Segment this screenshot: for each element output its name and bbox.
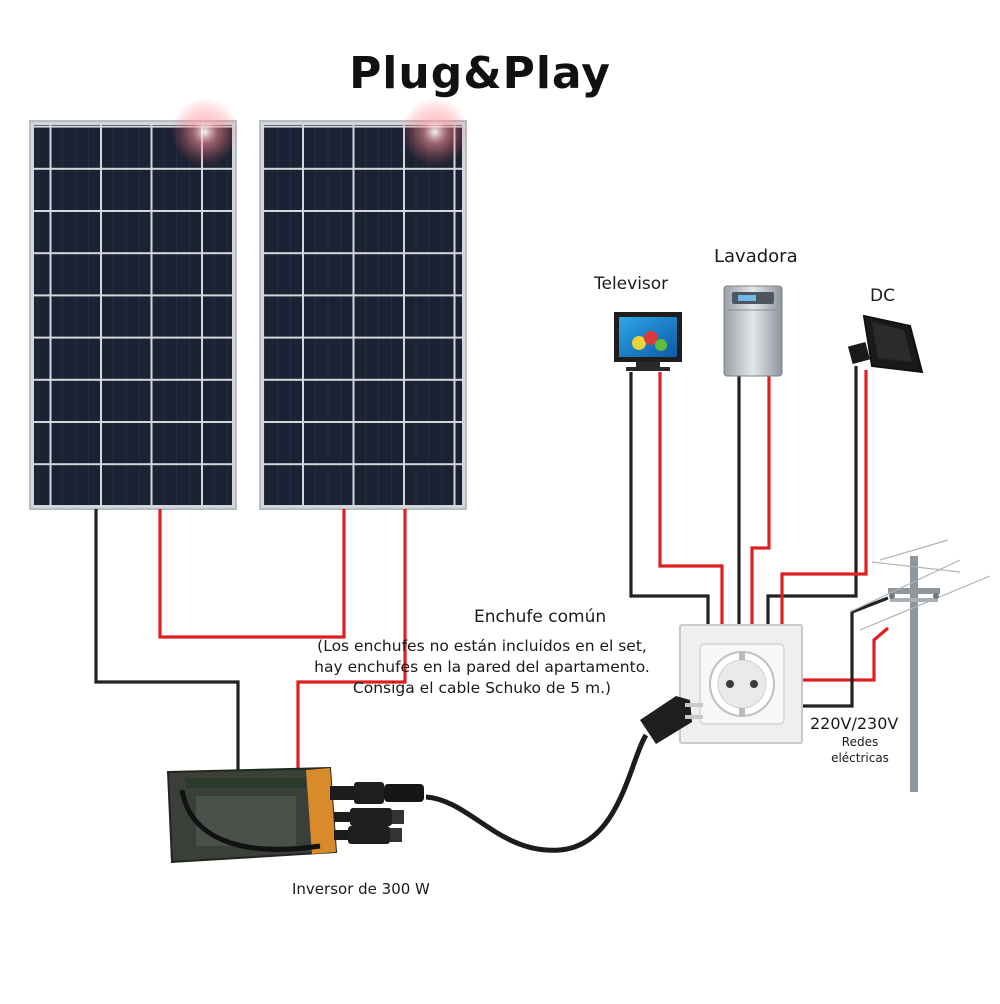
schuko-socket-icon — [679, 624, 803, 744]
tv-label: Televisor — [594, 274, 669, 294]
appliance-wiring — [629, 366, 868, 626]
grid-label-line: Redes — [841, 735, 879, 749]
grid-voltage-label: 220V/230V — [810, 714, 899, 733]
grid-label-line: eléctricas — [831, 751, 889, 765]
grid-wiring — [802, 596, 890, 708]
tv-icon — [614, 312, 682, 371]
panel-wiring — [94, 509, 407, 770]
grid-label: Redes eléctricas — [820, 734, 900, 766]
solar-panel-icon — [29, 98, 239, 510]
schuko-cable — [425, 733, 649, 853]
utility-pole-icon — [849, 539, 991, 792]
micro-inverter-icon — [166, 766, 424, 864]
dc-label: DC — [870, 286, 895, 306]
solar-panel-icon — [259, 98, 469, 510]
socket-note-line: Consiga el cable Schuko de 5 m.) — [352, 679, 612, 697]
socket-label: Enchufe común — [474, 607, 607, 627]
inverter-label: Inversor de 300 W — [292, 880, 430, 898]
socket-note-line: (Los enchufes no están incluidos en el s… — [317, 637, 647, 655]
socket-note-line: hay enchufes en la pared del apartamento… — [314, 658, 650, 676]
floodlight-icon — [847, 314, 924, 374]
schuko-plug-icon — [640, 696, 703, 744]
washing-machine-icon — [723, 285, 783, 377]
washer-label: Lavadora — [714, 246, 798, 267]
socket-note: (Los enchufes no están incluidos en el s… — [262, 636, 702, 699]
diagram-title: Plug&Play — [349, 48, 611, 99]
